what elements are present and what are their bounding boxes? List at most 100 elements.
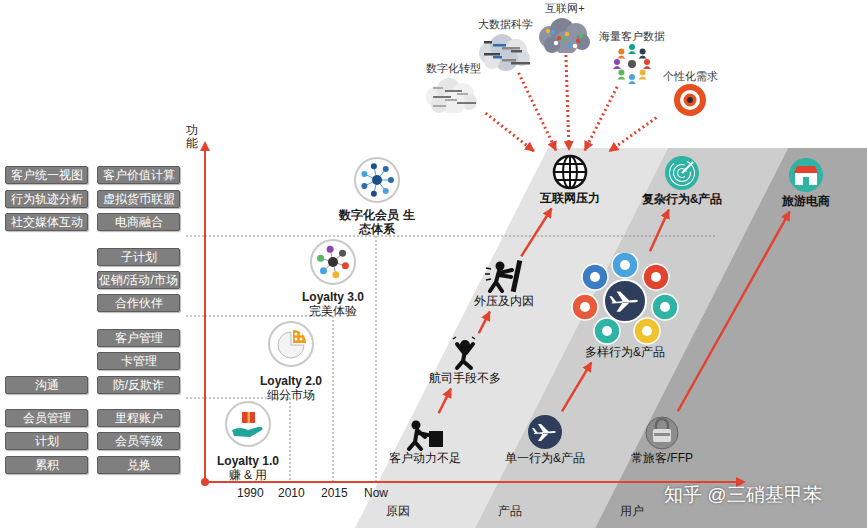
flow-node: 多样行为&产品 — [565, 253, 685, 360]
icon-part — [371, 163, 377, 169]
icon — [353, 156, 401, 204]
stage-node: 数字化会员 生态体系 — [339, 156, 415, 236]
icon-part — [795, 173, 817, 185]
icon-part — [528, 415, 562, 449]
icon-part — [496, 262, 505, 271]
icon-part — [579, 34, 583, 38]
tag-text: 客户价值计算 — [98, 167, 179, 183]
icon-part — [573, 44, 577, 48]
band-label: 原因 — [386, 503, 410, 520]
node-label: 互联网压力 — [540, 191, 600, 206]
node-label: 大数据科学 — [478, 18, 533, 31]
time-axis — [205, 481, 738, 483]
icon-part — [639, 55, 647, 58]
guide-line — [186, 398, 205, 399]
driver-node: 海量客户数据 — [597, 30, 667, 85]
icon — [423, 75, 483, 113]
tag-text: 行为轨迹分析 — [6, 191, 87, 207]
icon-part — [614, 59, 620, 65]
icon-part — [511, 62, 530, 65]
icon — [673, 83, 707, 117]
icon-part — [269, 322, 313, 366]
feature-tag: 社交媒体互动 — [5, 213, 88, 231]
function-axis — [204, 150, 206, 482]
tick-label: 2015 — [321, 486, 348, 500]
feature-tag: 沟通 — [5, 376, 88, 394]
tag-text: 兑换 — [98, 457, 179, 473]
node-label: 赚 & 用 — [229, 468, 268, 482]
icon — [476, 31, 534, 71]
icon-part — [643, 66, 651, 69]
icon-part — [412, 421, 421, 430]
pressure-arrow — [486, 113, 534, 151]
band-label: 用户 — [620, 503, 644, 520]
tag-text: 社交媒体互动 — [6, 214, 87, 230]
icon-part — [311, 240, 355, 284]
icon-part — [248, 412, 251, 423]
feature-tag: 里程账户 — [97, 409, 180, 427]
feature-tag: 会员管理 — [5, 409, 88, 427]
pressure-arrow — [519, 73, 556, 150]
icon-part — [327, 246, 334, 253]
icon-part — [660, 302, 670, 312]
stage-node: Loyalty 2.0细分市场 — [246, 320, 336, 402]
pressure-arrow — [609, 118, 656, 152]
icon-part — [628, 60, 636, 68]
guide-line — [186, 316, 205, 317]
tag-text: 防/反欺诈 — [98, 377, 179, 393]
tag-text: 计划 — [6, 433, 87, 449]
node-label: 数字化转型 — [426, 62, 481, 75]
icon-part — [242, 412, 255, 423]
feature-tag: 子计划 — [97, 248, 180, 266]
icon-part — [642, 326, 652, 336]
icon — [525, 413, 565, 451]
icon-part — [651, 272, 661, 282]
stage-node: Loyalty 1.0赚 & 用 — [208, 400, 288, 482]
icon-part — [602, 326, 612, 336]
watermark: 知乎 @三硝基甲苯 — [664, 482, 822, 508]
icon — [445, 335, 485, 371]
icon — [267, 320, 315, 368]
icon-part — [328, 257, 338, 267]
icon-part — [643, 264, 669, 290]
pressure-arrow — [585, 87, 617, 151]
icon — [536, 15, 594, 53]
icon-part — [594, 318, 620, 344]
icon-part — [656, 419, 668, 429]
feature-tag: 促销/活动/市场 — [97, 271, 180, 289]
guide-line — [205, 236, 715, 237]
guide-lines — [186, 236, 205, 398]
icon-part — [300, 338, 303, 341]
icon-part — [565, 32, 569, 36]
icon-part — [604, 280, 646, 322]
icon-part — [426, 78, 477, 113]
icon-part — [629, 74, 635, 80]
icon-part — [628, 51, 636, 54]
icon-part — [803, 177, 809, 185]
icon-part — [554, 156, 586, 188]
icon-part — [493, 56, 502, 59]
tag-text: 电商融合 — [98, 214, 179, 230]
driver-node: 数字化转型 — [422, 62, 484, 113]
node-label: 常旅客/FFP — [631, 451, 693, 466]
feature-tag: 防/反欺诈 — [97, 376, 180, 394]
node-label: Loyalty 3.0 — [302, 290, 364, 304]
guide-lines — [205, 236, 715, 482]
icon-part — [682, 162, 693, 173]
stage-node: Loyalty 3.0完美体验 — [288, 238, 378, 318]
icon-part — [687, 97, 693, 103]
icon-part — [457, 102, 476, 104]
icon-part — [572, 294, 598, 320]
icon-part — [361, 171, 367, 177]
feature-tag: 虚拟货币联盟 — [97, 190, 180, 208]
icon-part — [502, 47, 520, 50]
icon-part — [612, 253, 638, 278]
icon-part — [618, 48, 624, 54]
icon-part — [617, 77, 625, 80]
icon-part — [646, 417, 678, 449]
flow-arrow — [678, 212, 790, 412]
icon-part — [789, 158, 823, 192]
icon-part — [355, 158, 399, 202]
icon-part — [546, 29, 550, 33]
